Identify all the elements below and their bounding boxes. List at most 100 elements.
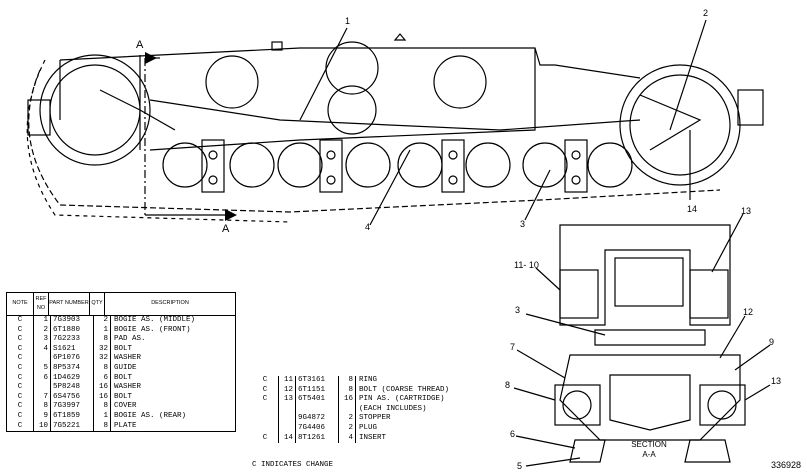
cell-ref bbox=[279, 414, 296, 424]
cell-qty: 8 bbox=[94, 363, 111, 374]
callout-8: 8 bbox=[505, 380, 510, 390]
callout-7: 7 bbox=[510, 342, 515, 352]
cell-note: C bbox=[7, 325, 34, 336]
cell-qty: 6 bbox=[94, 373, 111, 384]
cell-desc: COVER bbox=[114, 402, 137, 411]
cell-qty: 2 bbox=[339, 423, 356, 434]
cell-note: C bbox=[7, 335, 34, 345]
section-label-line1: SECTION bbox=[631, 440, 667, 449]
cell-part: 7G5221 bbox=[51, 421, 94, 432]
cell-note: C bbox=[7, 402, 34, 412]
cell-qty: 2 bbox=[339, 414, 356, 424]
callout-5: 5 bbox=[517, 461, 522, 471]
header-qty: QTY bbox=[90, 293, 105, 315]
header-desc: DESCRIPTION bbox=[151, 300, 189, 307]
cell-qty: 8 bbox=[339, 385, 356, 396]
cell-qty: 1 bbox=[94, 411, 111, 422]
cell-desc: BOGIE AS. (REAR) bbox=[114, 411, 187, 420]
cell-part: 7G3997 bbox=[51, 402, 94, 412]
cell-note: C bbox=[7, 316, 34, 326]
cell-part: 6T1151 bbox=[296, 385, 339, 396]
callout-13-top: 13 bbox=[741, 206, 751, 216]
callout-14: 14 bbox=[687, 204, 697, 214]
bogie-2 bbox=[277, 139, 391, 193]
bogie-3 bbox=[397, 139, 511, 193]
cell-qty bbox=[339, 404, 356, 415]
cell-desc: BOGIE AS. (MIDDLE) bbox=[114, 316, 196, 324]
callout-1: 1 bbox=[345, 16, 350, 26]
cell-ref: 4 bbox=[34, 344, 51, 355]
cell-note: C bbox=[252, 376, 279, 386]
cell-desc: BOLT bbox=[114, 344, 133, 353]
cell-qty: 1 bbox=[94, 325, 111, 336]
section-a-a-drawing bbox=[513, 213, 771, 467]
cell-ref: 8 bbox=[34, 402, 51, 412]
cell-part: 6T1859 bbox=[51, 411, 94, 422]
cell-desc: (EACH INCLUDES) bbox=[359, 404, 427, 413]
header-note: NOTE bbox=[7, 293, 34, 315]
cell-desc: INSERT bbox=[359, 433, 387, 442]
cell-ref: 5 bbox=[34, 363, 51, 374]
cell-ref: 7 bbox=[34, 392, 51, 403]
cell-ref: 3 bbox=[34, 335, 51, 345]
cell-ref: 10 bbox=[34, 421, 51, 432]
cell-part: 6P1076 bbox=[51, 354, 94, 364]
callout-6: 6 bbox=[510, 429, 515, 439]
cell-ref: 12 bbox=[279, 385, 296, 396]
cell-qty: 8 bbox=[94, 335, 111, 345]
cell-qty: 32 bbox=[94, 344, 111, 355]
cell-part bbox=[296, 404, 339, 415]
cell-qty: 4 bbox=[339, 433, 356, 444]
cell-ref: 14 bbox=[279, 433, 296, 444]
cell-part: 7G2233 bbox=[51, 335, 94, 345]
bogie-4 bbox=[522, 139, 633, 193]
cell-desc: BOLT bbox=[114, 373, 133, 382]
callout-2: 2 bbox=[703, 8, 708, 18]
cell-note: C bbox=[7, 421, 34, 432]
cell-part: 1D4629 bbox=[51, 373, 94, 384]
callout-11-10: 11- 10 bbox=[514, 260, 539, 270]
cell-part: 6S4756 bbox=[51, 392, 94, 403]
cell-part: 6T1880 bbox=[51, 325, 94, 336]
cell-note: C bbox=[7, 363, 34, 374]
cell-note bbox=[252, 423, 279, 434]
cell-ref: 9 bbox=[34, 411, 51, 422]
section-marker-a-top: A bbox=[136, 39, 144, 51]
callout-3-section: 3 bbox=[515, 305, 520, 315]
section-label-line2: A-A bbox=[642, 450, 656, 459]
bogie-1 bbox=[162, 139, 275, 193]
cell-part: 5P8248 bbox=[51, 383, 94, 393]
cell-part: 6T3161 bbox=[296, 376, 339, 386]
cell-ref bbox=[34, 354, 51, 364]
table-row: (EACH INCLUDES) bbox=[252, 404, 482, 415]
cell-desc: BOGIE AS. (FRONT) bbox=[114, 325, 191, 334]
cell-part: 7G3903 bbox=[51, 316, 94, 326]
cell-desc: RING bbox=[359, 376, 378, 384]
cell-desc: GUIDE bbox=[114, 363, 137, 372]
cell-qty: 16 bbox=[94, 392, 111, 403]
cell-qty: 2 bbox=[94, 316, 111, 326]
header-ref: REF NO bbox=[34, 293, 49, 315]
cell-note: C bbox=[7, 411, 34, 422]
cell-ref bbox=[279, 404, 296, 415]
cell-desc: PLUG bbox=[359, 423, 378, 432]
cell-desc: PAD AS. bbox=[114, 335, 146, 344]
cell-note: C bbox=[252, 385, 279, 396]
cell-note: C bbox=[252, 395, 279, 405]
cell-qty: 8 bbox=[94, 402, 111, 412]
cell-ref: 2 bbox=[34, 325, 51, 336]
figure-number: 336928 bbox=[770, 460, 801, 470]
